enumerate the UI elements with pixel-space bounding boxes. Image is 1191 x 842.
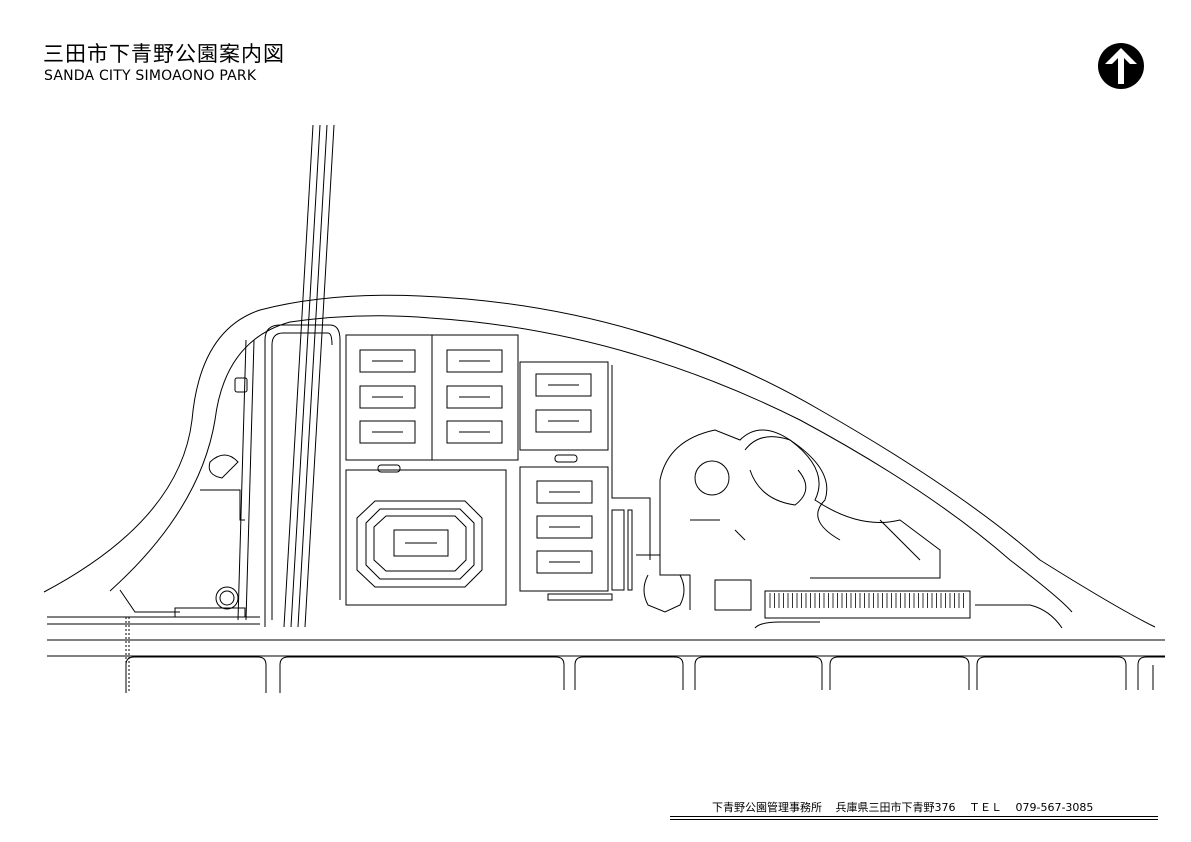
tel-label: ＴＥＬ (969, 801, 1002, 814)
main-road (47, 616, 1165, 693)
management-office: 下青野公園管理事務所 (712, 801, 822, 814)
map-title: 三田市下青野公園案内図 (43, 42, 285, 66)
map-subtitle: SANDA CITY SIMOAONO PARK (44, 68, 257, 84)
central-facilities (547, 365, 752, 613)
west-path (119, 339, 255, 693)
footer-rule (670, 816, 1158, 817)
tennis-courts-block-b (519, 361, 609, 592)
garden-area (659, 429, 941, 579)
park-boundary (43, 294, 1156, 628)
tennis-stadium (345, 469, 507, 606)
footer-rule (670, 819, 1158, 820)
tel-number: 079-567-3085 (1015, 801, 1094, 814)
office-address: 兵庫県三田市下青野376 (835, 801, 956, 814)
tennis-courts-block-a (345, 334, 578, 473)
parking-lot (754, 590, 1063, 629)
highway (283, 124, 335, 628)
footer: 下青野公園管理事務所 兵庫県三田市下青野376 ＴＥＬ 079-567-3085 (712, 799, 1103, 815)
north-arrow-icon (1098, 43, 1144, 89)
